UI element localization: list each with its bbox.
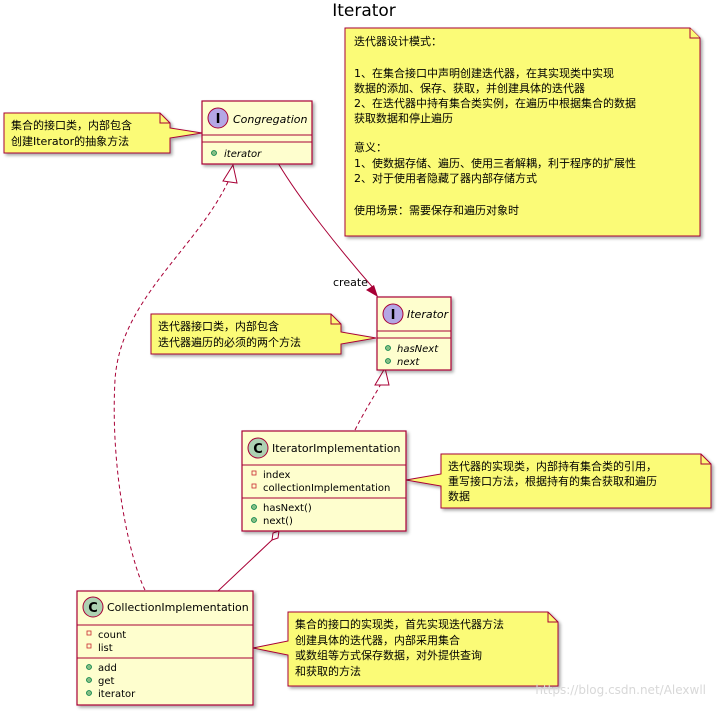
pattern-note: 迭代器设计模式： 1、在集合接口中声明创建迭代器，在其实现类中实现 数据的添加、… — [344, 27, 701, 237]
collection-impl-method: iterator — [98, 689, 136, 700]
create-arrowhead — [366, 285, 378, 297]
collection-impl-method: get — [98, 676, 115, 687]
iterator-impl-field: index — [263, 470, 290, 481]
pattern-note-line: 1、在集合接口中声明创建迭代器，在其实现类中实现 — [354, 66, 614, 80]
public-method-icon — [86, 690, 92, 696]
congregation-note: 集合的接口类，内部包含 创建Iterator的抽象方法 — [3, 112, 203, 154]
private-field-icon — [251, 483, 257, 489]
public-method-icon — [211, 150, 217, 156]
class-badge-icon — [247, 437, 269, 459]
iterator-method: hasNext — [397, 344, 439, 355]
create-association-line — [277, 162, 376, 291]
iterator-impl-method: next() — [263, 516, 293, 527]
iterator-note-line: 迭代器遍历的必须的两个方法 — [158, 335, 301, 349]
private-field-icon — [86, 643, 92, 649]
public-method-icon — [385, 345, 391, 351]
watermark-text: https://blog.csdn.net/Alexwll — [535, 683, 706, 697]
iterator-impl-method: hasNext() — [263, 503, 312, 514]
pattern-note-line: 2、对于使用者隐藏了器内部存储方式 — [354, 171, 537, 185]
interface-badge-icon — [207, 107, 229, 129]
public-method-icon — [86, 677, 92, 683]
collection-impl-note-line: 或数组等方式保存数据，对外提供查询 — [295, 648, 482, 662]
iterator-impl-note-line: 重写接口方法，根据持有的集合获取和遍历 — [448, 474, 657, 488]
congregation-note-line: 创建Iterator的抽象方法 — [11, 134, 129, 148]
iterator-note-line: 迭代器接口类，内部包含 — [158, 319, 279, 333]
pattern-note-line: 2、在迭代器中持有集合类实例，在遍历中根据集合的数据 — [354, 96, 636, 110]
iterator-note: 迭代器接口类，内部包含 迭代器遍历的必须的两个方法 — [150, 313, 377, 355]
svg-text:集合的接口类，内部包含 创建Iterator的抽: 集合的接口类，内部包含 创建Iterator的抽象方法 — [11, 118, 136, 148]
pattern-note-line: 迭代器设计模式： — [354, 35, 442, 48]
congregation-realization-arrowhead — [222, 163, 238, 184]
public-method-icon — [385, 358, 391, 364]
create-label: create — [333, 276, 368, 289]
congregation-interface[interactable]: I Congregation iterator — [201, 100, 313, 165]
pattern-note-line: 获取数据和停止遍历 — [354, 111, 453, 125]
pattern-note-line: 意义： — [354, 140, 387, 154]
interface-badge-letter: I — [391, 308, 396, 323]
pattern-note-line: 使用场景：需要保存和遍历对象时 — [354, 203, 519, 217]
collection-impl-class-name: CollectionImplementation — [107, 601, 249, 614]
congregation-realization-line — [113, 181, 229, 591]
collection-impl-note-line: 集合的接口的实现类，首先实现迭代器方法 — [295, 617, 504, 631]
collection-implementation-class[interactable]: C CollectionImplementation count list ad… — [76, 590, 254, 706]
collection-impl-method: add — [98, 663, 117, 674]
iterator-method: next — [397, 357, 420, 368]
pattern-note-text: 迭代器设计模式： 1、在集合接口中声明创建迭代器，在其实现类中实现 数据的添加、… — [354, 35, 640, 217]
interface-badge-icon — [382, 303, 404, 325]
iterator-impl-note-line: 迭代器的实现类，内部持有集合类的引用， — [448, 459, 657, 473]
svg-text:集合的接口的实现类，首先实现迭代器方法 创建具体: 集合的接口的实现类，首先实现迭代器方法 创建具体的迭代器，内部采用集合 或数组等… — [295, 617, 508, 678]
collection-impl-field: count — [98, 630, 126, 641]
aggregation-diamond — [271, 530, 280, 541]
svg-text:迭代器的实现类，内部持有集合类的引用， 重写接口: 迭代器的实现类，内部持有集合类的引用， 重写接口方法，根据持有的集合获取和遍历 … — [448, 459, 661, 503]
iterator-realization-line — [354, 381, 383, 431]
iterator-implementation-class[interactable]: C IteratorImplementation index collectio… — [241, 430, 407, 532]
svg-text:迭代器接口类，内部包含 迭代器遍历的必须的两个方: 迭代器接口类，内部包含 迭代器遍历的必须的两个方法 — [158, 319, 301, 349]
collection-impl-note-line: 和获取的方法 — [295, 664, 361, 678]
collection-impl-note: 集合的接口的实现类，首先实现迭代器方法 创建具体的迭代器，内部采用集合 或数组等… — [252, 611, 559, 687]
pattern-note-line: 1、使数据存储、遍历、使用三者解耦，利于程序的扩展性 — [354, 156, 636, 170]
iterator-impl-field: collectionImplementation — [263, 483, 390, 494]
congregation-note-line: 集合的接口类，内部包含 — [11, 118, 132, 132]
public-method-icon — [251, 517, 257, 523]
congregation-class-name: Congregation — [233, 113, 307, 126]
class-badge-letter: C — [88, 601, 98, 616]
private-field-icon — [251, 470, 257, 476]
public-method-icon — [86, 664, 92, 670]
public-method-icon — [251, 504, 257, 510]
interface-badge-letter: I — [216, 112, 221, 127]
collection-impl-note-line: 创建具体的迭代器，内部采用集合 — [295, 633, 460, 647]
congregation-method: iterator — [224, 149, 262, 160]
iterator-class-name: Iterator — [407, 308, 450, 321]
class-badge-icon — [82, 596, 104, 618]
aggregation-line — [217, 539, 273, 592]
diagram-title: Iterator — [332, 1, 396, 21]
iterator-interface[interactable]: I Iterator hasNext next — [376, 296, 452, 371]
iterator-impl-note-line: 数据 — [448, 489, 470, 503]
iterator-realization-arrowhead — [374, 366, 390, 386]
private-field-icon — [86, 630, 92, 636]
iterator-impl-note: 迭代器的实现类，内部持有集合类的引用， 重写接口方法，根据持有的集合获取和遍历 … — [405, 453, 712, 509]
collection-impl-field: list — [98, 643, 113, 654]
pattern-note-line: 数据的添加、保存、获取，并创建具体的迭代器 — [354, 81, 585, 95]
class-badge-letter: C — [253, 442, 263, 457]
iterator-impl-class-name: IteratorImplementation — [272, 442, 401, 455]
